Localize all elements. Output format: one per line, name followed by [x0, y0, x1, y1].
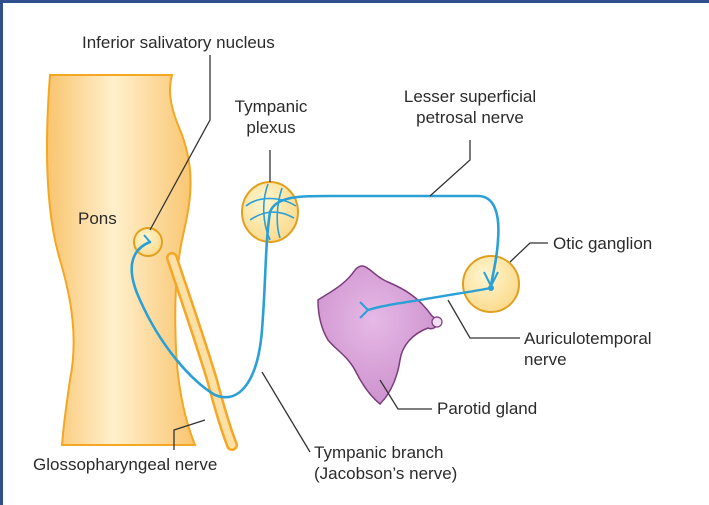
label-inferior-salivatory-nucleus: Inferior salivatory nucleus — [82, 32, 275, 53]
label-tympanic-branch-line1: Tympanic branch — [314, 442, 457, 463]
label-lesser-petrosal-line2: petrosal nerve — [380, 107, 560, 128]
leader-otic-ganglion — [510, 243, 548, 262]
leader-lesser-petrosal — [430, 140, 470, 196]
label-tympanic-branch: Tympanic branch (Jacobson’s nerve) — [314, 442, 457, 484]
label-pons: Pons — [78, 208, 117, 229]
leader-tympanic-branch — [262, 372, 310, 452]
parotid-gland — [318, 266, 440, 404]
label-lesser-petrosal-line1: Lesser superficial — [380, 86, 560, 107]
label-auriculotemporal: Auriculotemporal nerve — [524, 328, 652, 370]
label-auriculotemporal-line1: Auriculotemporal — [524, 328, 652, 349]
label-tympanic-plexus-line1: Tympanic — [228, 96, 314, 117]
label-parotid-gland: Parotid gland — [437, 398, 537, 419]
label-otic-ganglion: Otic ganglion — [553, 233, 652, 254]
label-lesser-petrosal: Lesser superficial petrosal nerve — [380, 86, 560, 128]
label-auriculotemporal-line2: nerve — [524, 349, 652, 370]
label-tympanic-plexus-line2: plexus — [228, 117, 314, 138]
label-glossopharyngeal-nerve: Glossopharyngeal nerve — [33, 454, 217, 475]
label-tympanic-plexus: Tympanic plexus — [228, 96, 314, 138]
label-tympanic-branch-line2: (Jacobson’s nerve) — [314, 463, 457, 484]
